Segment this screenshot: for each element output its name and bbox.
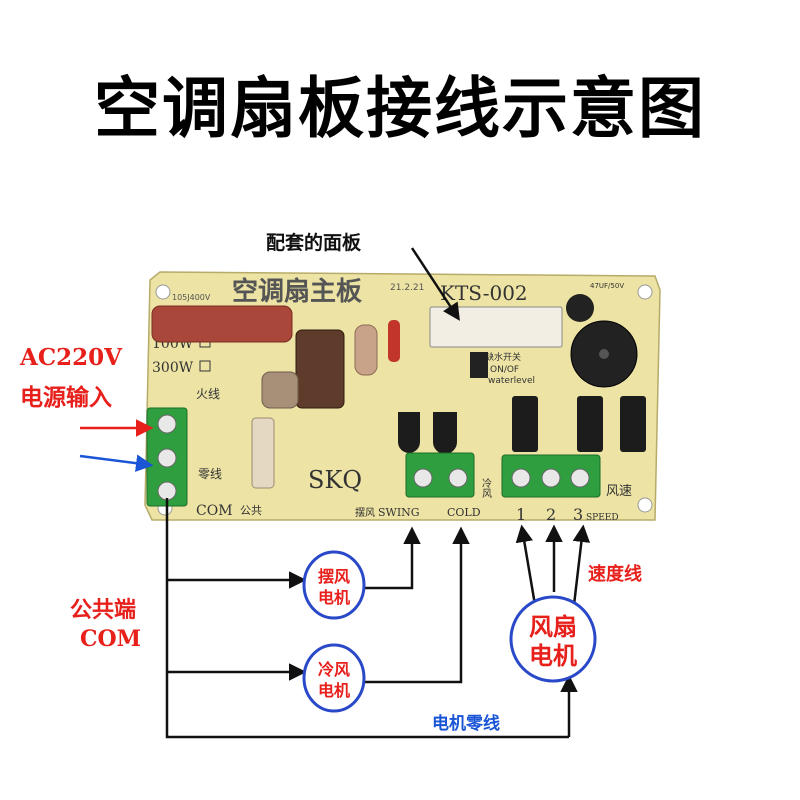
fuse: [251, 417, 275, 489]
fan-motor-label-1: 风扇: [529, 613, 577, 641]
diagram-title: 空调扇板接线示意图: [94, 70, 706, 147]
board-cap-label: 105J400V: [172, 293, 211, 302]
board-swing: SWING: [378, 506, 420, 519]
panel-label: 配套的面板: [266, 232, 362, 254]
jumper: [470, 352, 488, 378]
electrolytic-capacitor: [295, 329, 345, 409]
x2-capacitor: [151, 305, 293, 343]
board-speed: SPEED: [586, 513, 619, 523]
mount-hole: [637, 497, 653, 513]
mount-hole: [637, 284, 653, 300]
board-term-2: 2: [546, 505, 556, 524]
power-terminal-block: [146, 407, 188, 507]
small-capacitor: [566, 294, 594, 322]
neutral-input-arrow: [79, 454, 154, 472]
cold-wire: [365, 526, 470, 684]
board-water-cn: 缺水开关: [485, 351, 521, 363]
board-model: KTS-002: [440, 281, 528, 305]
board-neutral: 零线: [198, 467, 222, 481]
speed-wire-3: [572, 524, 591, 606]
board-live: 火线: [196, 387, 220, 401]
board-common: 公共: [240, 504, 262, 517]
board-300w: 300W: [152, 360, 194, 376]
triac: [577, 396, 603, 452]
board-brand: SKQ: [308, 466, 362, 494]
panel-arrow: [410, 247, 460, 321]
swing-motor-label-2: 电机: [318, 588, 350, 607]
water-level-connector: [429, 306, 563, 348]
power-resistor: [261, 371, 299, 409]
triac: [512, 396, 538, 452]
diode: [388, 320, 400, 362]
motor-neutral-label: 电机零线: [432, 714, 500, 734]
cold-motor-label-2: 电机: [318, 681, 350, 700]
com-wire: [165, 498, 569, 739]
speed-terminal-block: [501, 454, 601, 498]
cold-motor: 冷风 电机: [302, 643, 366, 713]
board-buzzer-cap: 47UF/50V: [590, 282, 624, 290]
board-speed-cn: 风速: [606, 484, 632, 499]
triac: [620, 396, 646, 452]
board-date: 21.2.21: [390, 283, 424, 293]
checkbox-300w: [199, 360, 211, 372]
board-term-3: 3: [573, 505, 583, 524]
board-term-1: 1: [516, 505, 526, 524]
com-label-line1: 公共端: [70, 598, 137, 623]
ac-input-label-line1: AC220V: [20, 344, 123, 371]
transistor: [398, 412, 420, 453]
fan-motor-label-2: 电机: [529, 642, 577, 670]
board-mainboard-text: 空调扇主板: [232, 276, 362, 307]
buzzer-hole: [599, 349, 609, 359]
resistor: [354, 324, 378, 376]
transistor: [433, 412, 457, 454]
board-com: COM: [196, 503, 233, 519]
ac-input-label-line2: 电源输入: [20, 385, 112, 411]
speed-wire-1: [515, 524, 537, 606]
board-cold: COLD: [447, 506, 481, 519]
swing-motor-label-1: 摆风: [318, 567, 350, 586]
board-water-line1: ON/OF: [490, 365, 519, 375]
swing-motor: 摆风 电机: [302, 550, 366, 620]
fan-motor: 风扇 电机: [509, 595, 597, 683]
board-water-line2: waterlevel: [488, 376, 535, 386]
mount-hole: [155, 284, 171, 300]
swing-wire: [365, 526, 421, 590]
com-label-line2: COM: [80, 626, 142, 652]
speed-wire-label: 速度线: [588, 564, 642, 585]
swing-cold-terminal-block: [405, 452, 475, 498]
cold-motor-label-1: 冷风: [318, 660, 350, 679]
board-swing-cn: 摆风: [355, 506, 375, 519]
board-cold-cn: 冷风: [480, 477, 492, 499]
